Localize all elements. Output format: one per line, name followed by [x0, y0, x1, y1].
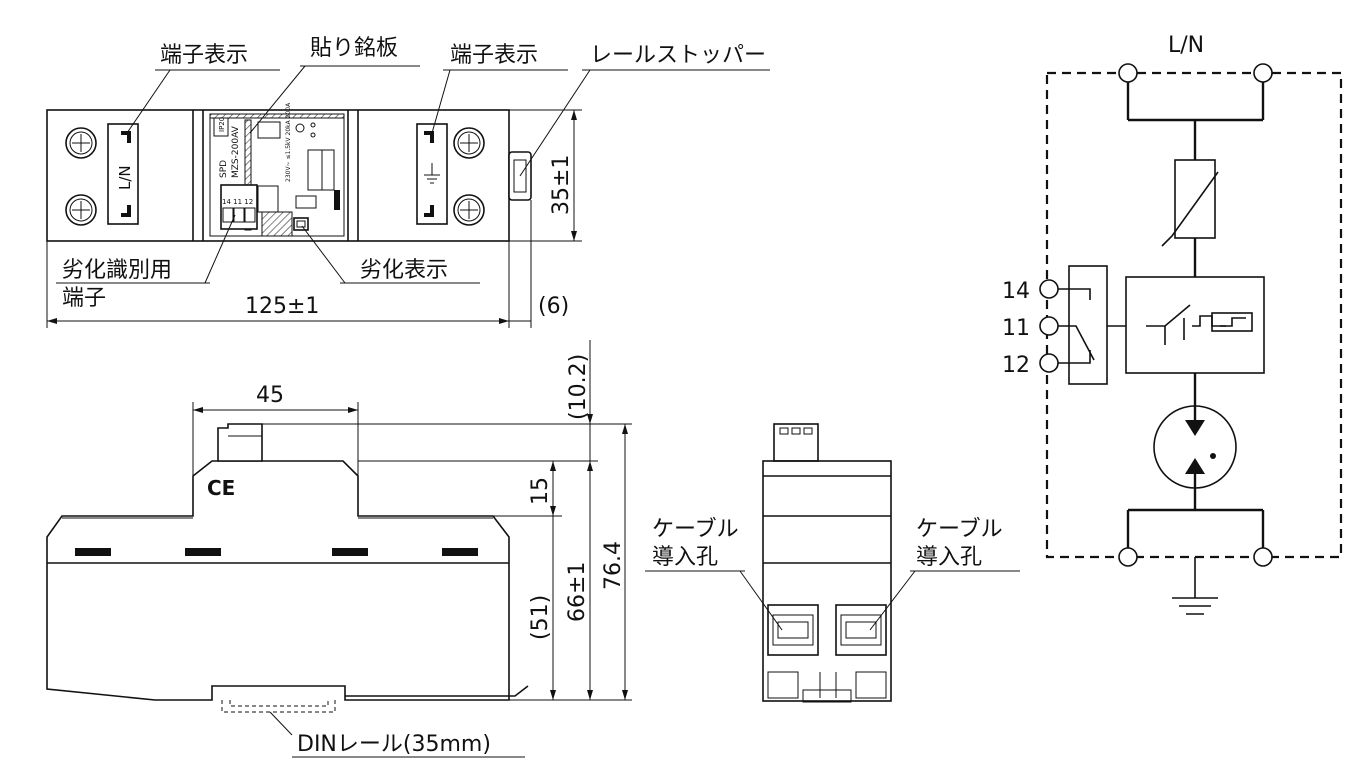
earth-symbol-icon — [424, 163, 440, 184]
dim-height: 35±1 — [549, 155, 574, 215]
right-terminal-plate — [416, 123, 448, 225]
nameplate-specs: 230V~ ≤1.5kV 20kA 200A — [285, 102, 292, 182]
terminal-11-label: 11 — [1002, 316, 1030, 341]
dim-45: 45 — [256, 383, 284, 408]
cable-hole-left-label-2: 導入孔 — [652, 545, 718, 570]
terminal-12 — [1039, 353, 1059, 373]
terminal-11 — [1039, 316, 1059, 336]
dim-10-2: (10.2) — [566, 354, 591, 420]
left-terminal-screws — [65, 127, 97, 226]
terminal-14-label: 14 — [1002, 279, 1030, 304]
label-rail-stopper: レールストッパー — [590, 43, 766, 68]
nameplate: SPD MZS-200AV IP20 230V~ ≤1.5kV 20kA 200… — [209, 102, 345, 237]
terminal-14 — [1039, 279, 1059, 299]
front-view: ケーブル 導入孔 ケーブル 導入孔 — [645, 423, 1020, 703]
thermal-disconnector — [1125, 276, 1265, 374]
right-terminal-screws — [453, 127, 485, 226]
cable-hole-left — [767, 604, 819, 656]
din-rail-label: DINレール(35mm) — [297, 732, 491, 757]
dim-76-4: 76.4 — [601, 541, 626, 590]
schematic: L/N — [1002, 33, 1343, 615]
varistor-symbol — [1174, 159, 1216, 239]
label-degradation-display: 劣化表示 — [360, 258, 448, 283]
front-body-outline — [762, 460, 892, 702]
side-view-outline — [46, 460, 510, 701]
side-view: CE 45 (10.2) 15 (51) 66±1 76.4 — [46, 340, 632, 758]
terminal-mark-ln: L/N — [116, 165, 134, 190]
schematic-enclosure — [1045, 71, 1343, 559]
label-degradation-terminal-1: 劣化識別用 — [62, 258, 172, 283]
nameplate-spd: SPD — [219, 160, 229, 178]
cable-hole-right-label-1: ケーブル — [916, 517, 1003, 542]
dim-51: (51) — [528, 595, 553, 640]
nameplate-ip: IP20 — [218, 117, 226, 132]
cable-hole-right-label-2: 導入孔 — [916, 545, 982, 570]
label-terminal-right: 端子表示 — [450, 43, 538, 68]
label-degradation-terminal-2: 端子 — [62, 286, 106, 311]
dim-width: 125±1 — [245, 294, 319, 319]
nameplate-model: MZS-200AV — [231, 125, 241, 178]
front-connector — [773, 423, 819, 462]
nameplate-terminals: 14 11 12 — [222, 198, 253, 206]
top-view: L/N SPD MZS-200AV IP20 230V~ ≤1.5kV 20kA — [46, 36, 770, 328]
terminal-bottom-right — [1253, 547, 1273, 567]
terminal-12-label: 12 — [1002, 353, 1030, 378]
aux-contact-box — [1068, 265, 1108, 385]
label-nameplate: 貼り銘板 — [310, 36, 398, 61]
cable-hole-right — [835, 604, 887, 656]
terminal-top-right — [1253, 63, 1273, 83]
dim-offset: (6) — [538, 294, 569, 319]
dim-66: 66±1 — [565, 562, 590, 622]
terminal-top-left — [1118, 63, 1138, 83]
left-terminal-plate — [107, 123, 139, 225]
label-terminal-left: 端子表示 — [160, 43, 248, 68]
ce-mark: CE — [207, 476, 235, 500]
terminal-bottom-left — [1118, 547, 1138, 567]
cable-hole-left-label-1: ケーブル — [652, 517, 739, 542]
dim-15: 15 — [528, 477, 553, 505]
ground-icon — [1172, 597, 1218, 615]
schematic-top-label: L/N — [1168, 33, 1204, 58]
